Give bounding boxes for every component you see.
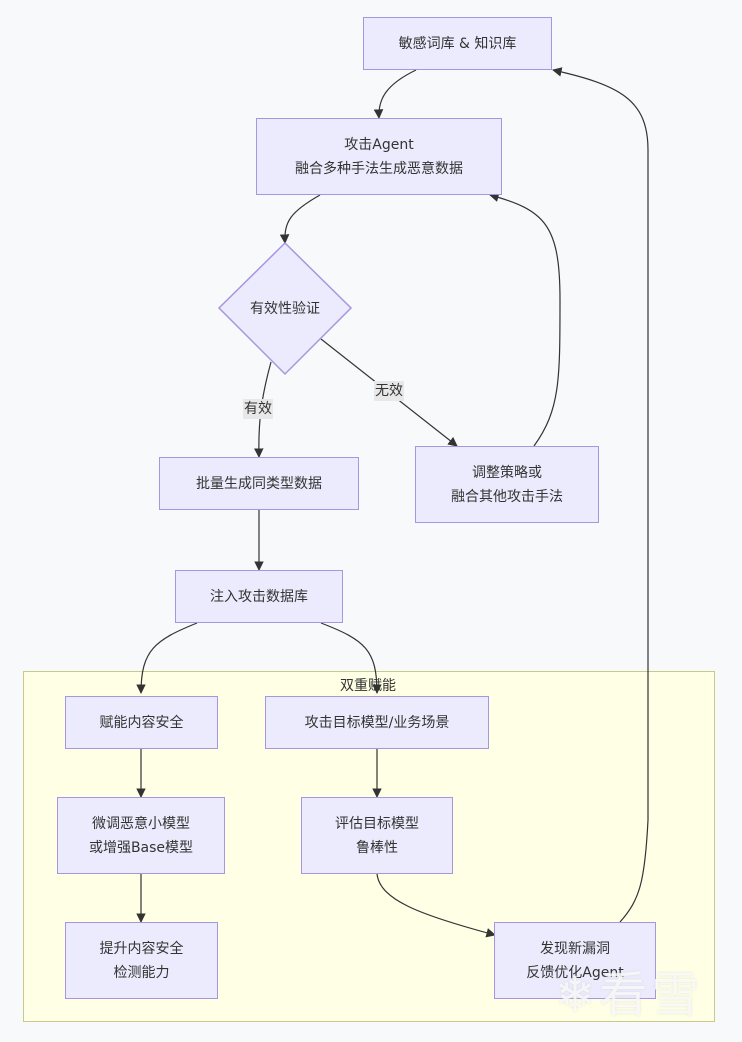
node-improve-detection: 提升内容安全 检测能力 — [65, 922, 218, 999]
node-adjust-strategy: 调整策略或 融合其他攻击手法 — [415, 446, 599, 523]
edge-adjust-to-agent — [489, 192, 561, 447]
node-validity-check: 有效性验证 — [250, 301, 320, 317]
node-batch-generate: 批量生成同类型数据 — [159, 457, 359, 510]
node-attack-agent: 攻击Agent 融合多种手法生成恶意数据 — [256, 118, 502, 195]
edge-inject-to-empower — [136, 622, 198, 694]
node-inject-db: 注入攻击数据库 — [175, 570, 343, 623]
edge-kb-to-agent — [373, 69, 417, 119]
edge-vulnerability-to-kb — [552, 67, 649, 923]
edge-inject-to-attack-target — [320, 622, 382, 694]
node-attack-target: 攻击目标模型/业务场景 — [265, 696, 489, 749]
edge-evaluate-to-vulnerability — [376, 873, 496, 938]
edge-agent-to-validity — [279, 194, 321, 244]
node-find-vulnerability: 发现新漏洞 反馈优化Agent — [494, 922, 656, 999]
node-knowledge-base: 敏感词库 & 知识库 — [363, 17, 552, 70]
edge-label-invalid: 无效 — [374, 381, 404, 401]
node-empower-safety: 赋能内容安全 — [65, 696, 218, 749]
edge-label-valid: 有效 — [243, 399, 273, 419]
node-evaluate-robustness: 评估目标模型 鲁棒性 — [301, 797, 453, 874]
validity-diamond — [217, 241, 353, 376]
node-finetune-model: 微调恶意小模型 或增强Base模型 — [57, 797, 225, 874]
cluster-title: 双重赋能 — [340, 678, 396, 694]
watermark-logo: ❄看雪 — [555, 967, 704, 1023]
